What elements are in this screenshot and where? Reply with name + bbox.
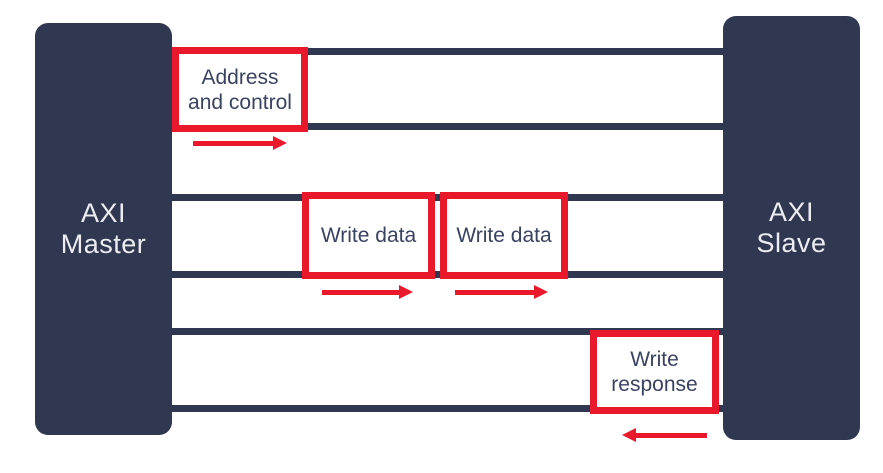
address-and-control-label-line2: and control <box>188 90 292 114</box>
write-address-channel-bottom-line <box>172 123 723 130</box>
address-and-control-box: Address and control <box>172 47 308 132</box>
arrow-shaft <box>455 289 534 295</box>
write-address-channel-top-line <box>172 48 723 55</box>
arrow-head-icon <box>534 285 548 299</box>
axi-slave-block: AXI Slave <box>723 16 860 440</box>
write-data-2-direction-arrow-icon <box>455 284 548 300</box>
write-data-label-1: Write data <box>320 224 417 247</box>
write-response-label-line2: response <box>611 373 698 396</box>
write-data-label-2: Write data <box>456 224 552 247</box>
arrow-head-icon <box>399 285 413 299</box>
axi-master-block: AXI Master <box>35 23 172 435</box>
axi-slave-label-line1: AXI <box>768 197 814 227</box>
write-response-channel-top-line <box>172 328 723 335</box>
arrow-shaft <box>636 432 707 438</box>
write-data-box-2: Write data <box>440 192 568 279</box>
axi-slave-label-line2: Slave <box>756 228 827 258</box>
axi-master-label-line1: AXI <box>80 198 127 228</box>
write-address-direction-arrow-icon <box>193 135 287 151</box>
write-response-label-line1: Write <box>630 348 679 371</box>
write-data-box-1: Write data <box>302 192 435 279</box>
arrow-shaft <box>193 140 273 146</box>
arrow-head-icon <box>273 136 287 150</box>
write-data-1-direction-arrow-icon <box>322 284 413 300</box>
write-response-direction-arrow-icon <box>622 427 707 443</box>
address-and-control-label-line1: Address <box>201 65 279 89</box>
arrow-shaft <box>322 289 399 295</box>
axi-master-label-line2: Master <box>60 229 147 259</box>
axi-slave-label: AXI Slave <box>756 197 826 259</box>
axi-master-label: AXI Master <box>61 198 147 260</box>
arrow-head-icon <box>622 428 636 442</box>
write-response-channel-bottom-line <box>172 405 723 412</box>
write-response-box: Write response <box>590 330 719 414</box>
